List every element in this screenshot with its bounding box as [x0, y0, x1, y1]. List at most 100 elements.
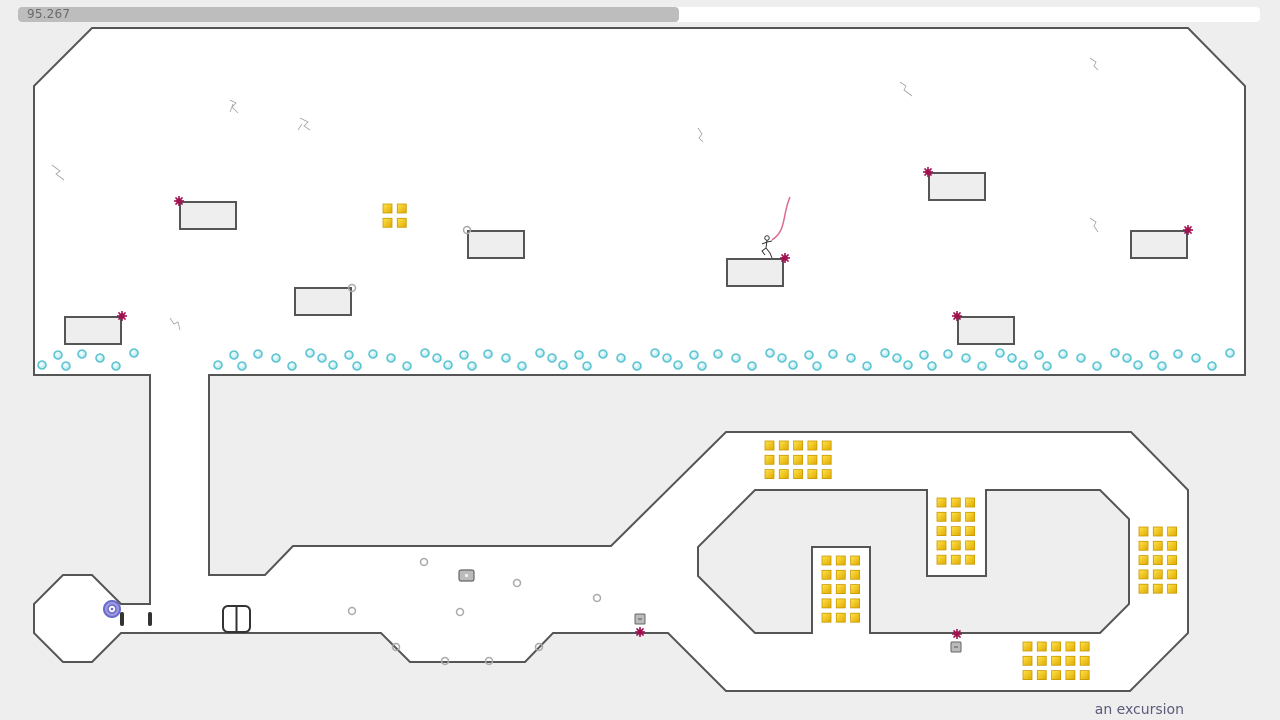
gold-icon — [950, 497, 961, 508]
toggle-mine-icon — [402, 361, 412, 371]
toggle-mine-icon — [534, 642, 544, 652]
gold-icon — [950, 526, 961, 536]
toggle-mine-icon — [927, 361, 937, 371]
gold-icon — [850, 555, 860, 566]
gold-icon — [1167, 583, 1177, 594]
gold-icon — [1138, 583, 1149, 594]
gold-icon — [778, 440, 789, 451]
toggle-mine-icon — [253, 349, 263, 359]
gold-icon — [396, 203, 407, 214]
toggle-mine-icon — [765, 348, 775, 358]
ghost-icon — [297, 117, 311, 131]
mine-icon — [952, 311, 962, 321]
toggle-mine-icon — [1007, 353, 1017, 363]
toggle-mines — [347, 225, 602, 666]
gold-icon — [793, 469, 803, 480]
toggle-mine-icon — [347, 606, 357, 616]
gold-icon — [821, 469, 832, 480]
gold-icon — [1051, 670, 1061, 680]
gold-icon — [850, 569, 860, 580]
toggle-mine-icon — [53, 350, 63, 360]
toggle-mine-icon — [317, 353, 327, 363]
toggle-mine-icon — [459, 350, 469, 360]
toggle-mine-icon — [961, 353, 971, 363]
gold-pieces — [382, 203, 1177, 680]
toggle-mine-icon — [440, 656, 450, 666]
toggle-mine-icon — [432, 353, 442, 363]
platform-block — [64, 316, 122, 345]
toggle-mine-icon — [1157, 361, 1167, 371]
ninja-trail — [771, 196, 791, 241]
gold-icon — [1152, 555, 1163, 565]
platform-block — [467, 230, 525, 259]
platform-block — [726, 258, 784, 287]
gold-icon — [1036, 655, 1047, 666]
gold-icon — [764, 440, 775, 451]
toggle-mine-icon — [662, 353, 672, 363]
platform-blocks — [64, 172, 1188, 345]
toggle-mine-icon — [517, 361, 527, 371]
gold-icon — [821, 555, 832, 566]
toggle-mine-icon — [697, 361, 707, 371]
toggle-mine-icon — [455, 607, 465, 617]
mine-icon — [117, 311, 127, 321]
toggle-mine-icon — [484, 656, 494, 666]
toggle-mine-icon — [483, 349, 493, 359]
toggle-mine-icon — [352, 361, 362, 371]
toggle-mine-icon — [1110, 348, 1120, 358]
toggle-mine-icon — [1149, 350, 1159, 360]
toggle-mine-icon — [919, 350, 929, 360]
gold-icon — [936, 526, 947, 536]
gold-icon — [835, 584, 846, 594]
gold-icon — [821, 569, 832, 580]
gold-icon — [1079, 655, 1090, 666]
gold-icon — [835, 555, 846, 566]
toggle-mine-icon — [892, 353, 902, 363]
ghost-icon — [169, 317, 181, 331]
toggle-mine-icon — [582, 361, 592, 371]
time-remaining: 95.267 — [27, 7, 71, 21]
toggle-mine-icon — [95, 353, 105, 363]
platform-block — [179, 201, 237, 230]
mine-icon — [174, 196, 184, 206]
gold-icon — [950, 511, 961, 522]
gold-icon — [965, 540, 975, 551]
mine-icon — [923, 167, 933, 177]
gold-icon — [965, 526, 975, 536]
gold-icon — [764, 454, 775, 465]
toggle-mine-icon — [673, 360, 683, 370]
gold-icon — [821, 440, 832, 451]
gold-icon — [1138, 555, 1149, 565]
toggle-mine-icon — [689, 350, 699, 360]
platform-block — [294, 287, 352, 316]
gold-icon — [936, 497, 947, 508]
mine-icon — [952, 629, 962, 639]
toggle-mine-icon — [1058, 349, 1068, 359]
toggle-mine-icon — [558, 360, 568, 370]
mine-icon — [635, 627, 645, 637]
toggle-mine-icon — [1076, 353, 1086, 363]
platform-block — [928, 172, 986, 201]
ninja-ghosts — [51, 57, 1099, 331]
inner-wall-island — [697, 489, 1130, 634]
toggle-mine-icon — [287, 361, 297, 371]
gold-icon — [793, 440, 803, 451]
toggle-mine-icon — [1042, 361, 1052, 371]
toggle-mine-icon — [501, 353, 511, 363]
gold-icon — [835, 598, 846, 609]
toggle-mine-icon — [229, 350, 239, 360]
toggle-mine-icon — [462, 225, 472, 235]
platform-block — [1130, 230, 1188, 259]
toggle-mine-icon — [880, 348, 890, 358]
toggle-mine-icon — [328, 360, 338, 370]
toggle-mine-icon — [368, 349, 378, 359]
level-name: an excursion — [1094, 702, 1184, 718]
gold-icon — [1167, 555, 1177, 565]
time-bar: 95.267 — [18, 7, 1260, 22]
gold-icon — [850, 598, 860, 609]
gold-icon — [821, 612, 832, 623]
toggle-mine-icon — [788, 360, 798, 370]
gold-icon — [821, 454, 832, 465]
gold-icon — [936, 511, 947, 522]
